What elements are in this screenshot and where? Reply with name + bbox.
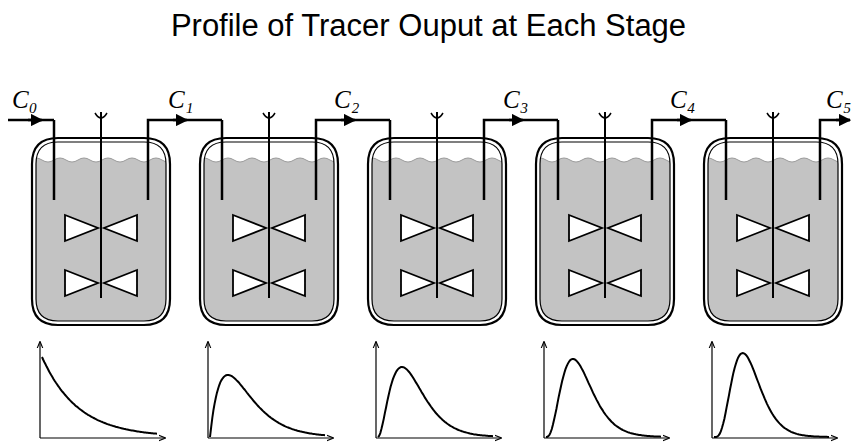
impeller-blade <box>104 270 137 296</box>
impeller-blade <box>776 215 809 241</box>
inlet-pipe <box>725 120 728 200</box>
inlet-pipe <box>557 120 560 200</box>
impeller-blade <box>233 270 266 296</box>
tracer-curve <box>546 359 661 437</box>
plot-axis <box>544 437 669 438</box>
tracer-curve <box>378 367 493 437</box>
flow-arrow <box>509 119 523 122</box>
drive-symbol <box>767 113 779 118</box>
impeller-blade <box>272 270 305 296</box>
tracer-curve <box>210 375 325 437</box>
tracer-curve <box>714 353 829 437</box>
inlet-pipe <box>53 120 56 200</box>
impeller-blade <box>440 270 473 296</box>
impeller-blade <box>272 215 305 241</box>
impeller-blade <box>65 270 98 296</box>
drive-symbol <box>95 113 107 118</box>
flow-arrow <box>836 119 850 122</box>
drive-symbol <box>431 113 443 118</box>
agitator-shaft <box>268 112 270 298</box>
plot-axis <box>375 342 376 438</box>
impeller-blade <box>608 215 641 241</box>
concentration-label: C₄ <box>670 86 695 114</box>
impeller-blade <box>401 270 434 296</box>
impeller-blade <box>737 215 770 241</box>
concentration-label: C₅ <box>826 86 851 114</box>
flow-arrow <box>173 119 187 122</box>
impeller-blade <box>776 270 809 296</box>
impeller-blade <box>737 270 770 296</box>
impeller-blade <box>440 215 473 241</box>
impeller-blade <box>65 215 98 241</box>
plot-axis <box>207 342 208 438</box>
concentration-label: C₀ <box>12 86 37 114</box>
drive-symbol <box>599 113 611 118</box>
concentration-label: C₂ <box>334 86 359 114</box>
flow-arrow <box>677 119 691 122</box>
plot-axis <box>376 437 501 438</box>
tracer-curve <box>42 357 157 434</box>
outlet-pipe <box>820 120 850 200</box>
diagram-title: Profile of Tracer Ouput at Each Stage <box>0 8 857 44</box>
impeller-blade <box>401 215 434 241</box>
plot-axis <box>543 342 544 438</box>
concentration-label: C₁ <box>168 86 193 114</box>
agitator-shaft <box>772 112 774 298</box>
impeller-blade <box>104 215 137 241</box>
drive-symbol <box>263 113 275 118</box>
flow-arrow <box>341 119 355 122</box>
plot-axis <box>39 342 40 438</box>
impeller-blade <box>608 270 641 296</box>
inlet-pipe <box>221 120 224 200</box>
plot-axis <box>208 437 333 438</box>
impeller-blade <box>233 215 266 241</box>
impeller-blade <box>569 270 602 296</box>
plot-axis <box>711 342 712 438</box>
inlet-pipe <box>389 120 392 200</box>
feed-pipe <box>8 119 54 122</box>
agitator-shaft <box>436 112 438 298</box>
impeller-blade <box>569 215 602 241</box>
concentration-label: C₃ <box>503 86 528 114</box>
flow-arrow <box>28 119 42 122</box>
agitator-shaft <box>604 112 606 298</box>
plot-axis <box>40 437 165 438</box>
agitator-shaft <box>100 112 102 298</box>
